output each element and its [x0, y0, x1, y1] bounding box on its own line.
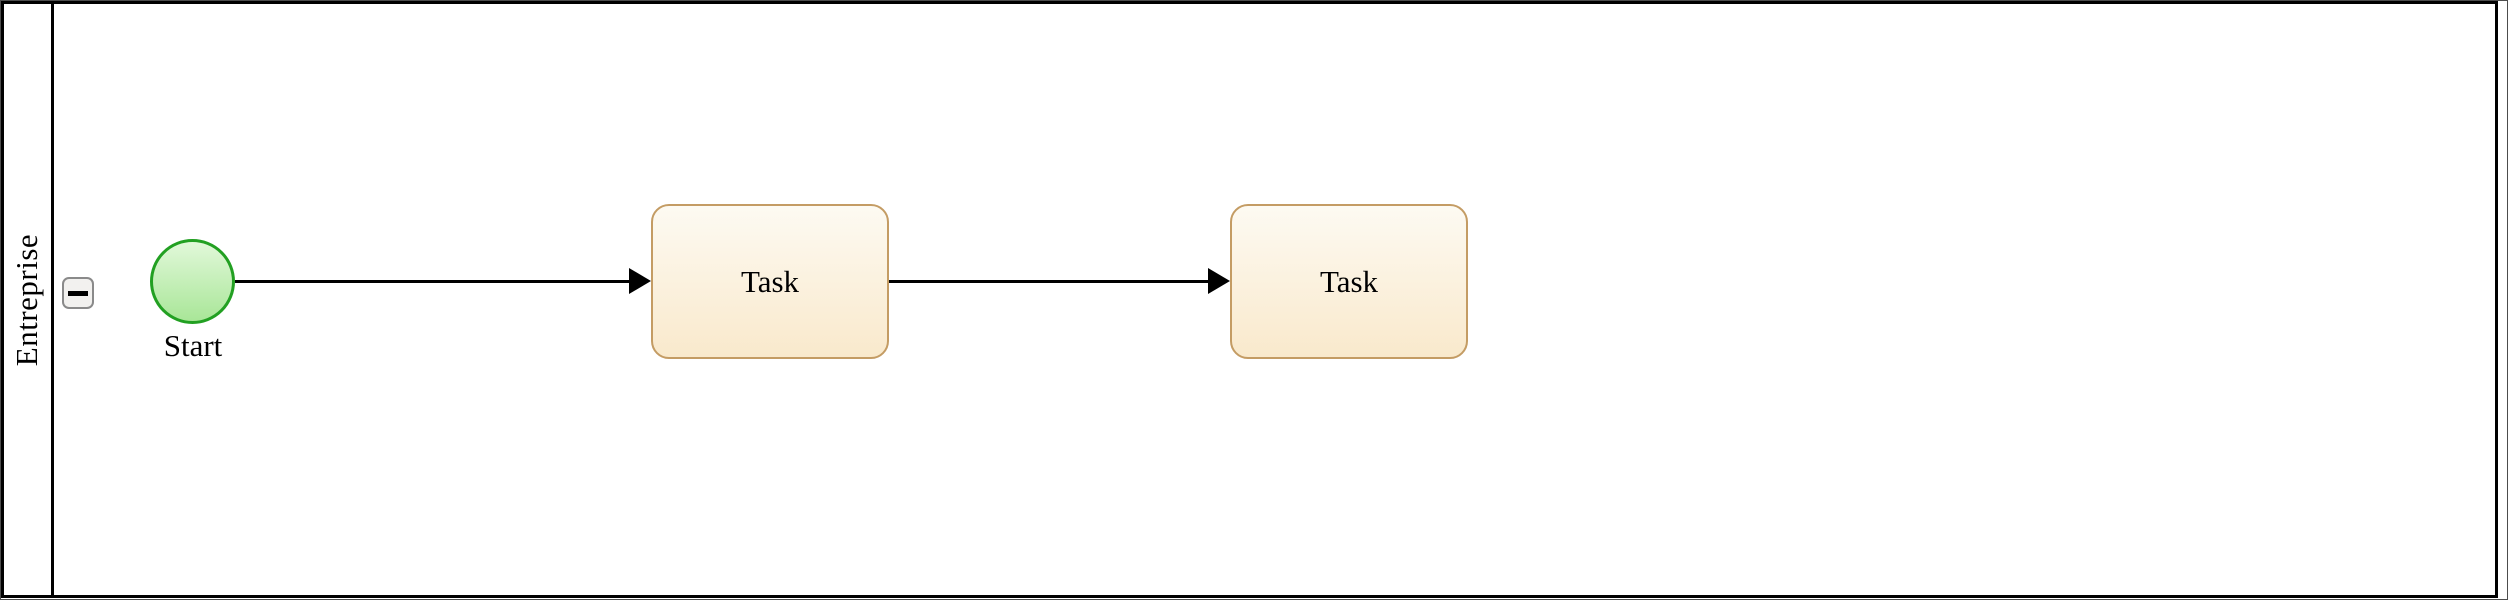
start-event-label: Start [163, 328, 223, 363]
sequence-flow-1-line [235, 280, 629, 283]
task-node-2[interactable]: Task [1230, 204, 1468, 359]
pool-header: Entreprise [4, 4, 54, 595]
task-node-1[interactable]: Task [651, 204, 889, 359]
arrowhead-icon [629, 268, 651, 294]
arrowhead-icon [1208, 268, 1230, 294]
sequence-flow-2-line [889, 280, 1208, 283]
start-event-node[interactable] [150, 239, 235, 324]
task-2-label: Task [1319, 263, 1379, 299]
task-1-label: Task [740, 263, 800, 299]
pool-label: Entreprise [9, 233, 45, 366]
minus-icon [68, 290, 88, 296]
collapse-pool-button[interactable] [62, 277, 94, 309]
